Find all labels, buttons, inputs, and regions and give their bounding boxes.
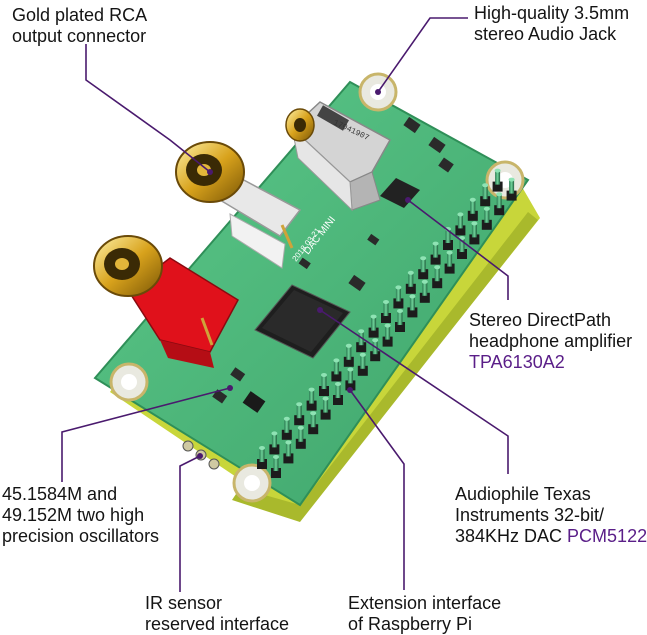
leader-jack: [377, 17, 468, 93]
leader-rca: [85, 44, 211, 173]
callout-dac-line2: Instruments 32-bit/: [455, 505, 605, 525]
gpio-pin: [381, 300, 391, 323]
gpio-pin: [407, 294, 418, 318]
callout-amp-chip: TPA6130A2: [469, 352, 565, 372]
leader-osc: [61, 387, 231, 482]
gpio-pin: [345, 367, 356, 391]
gpio-pin: [319, 373, 329, 396]
leader-dac: [319, 309, 509, 474]
gpio-pin: [405, 270, 416, 294]
callout-gpio-line1: Extension interface: [348, 593, 502, 613]
leader-ir: [179, 455, 201, 592]
gpio-pin: [333, 382, 343, 405]
callout-ir-line2: reserved interface: [145, 614, 290, 634]
leader-lines: [61, 17, 509, 592]
callout-dac-line3: 384KHz DAC: [455, 526, 568, 546]
gpio-pin: [357, 352, 368, 376]
gpio-pin: [331, 358, 342, 382]
pcb-board: [93, 80, 530, 507]
gpio-pin: [455, 212, 466, 236]
gpio-header: [257, 168, 517, 478]
mounting-holes: [109, 72, 525, 503]
gpio-pin: [430, 241, 441, 265]
callout-dac-line1: Audiophile Texas: [455, 484, 591, 504]
callout-dac-chip: PCM5122: [567, 526, 647, 546]
gpio-pin: [295, 425, 306, 449]
gpio-pin: [418, 256, 429, 280]
gpio-pin: [306, 387, 317, 411]
gpio-pin: [281, 416, 292, 440]
gpio-pin: [393, 285, 404, 309]
callout-jack-line2: stereo Audio Jack: [474, 24, 617, 44]
callout-amp: Stereo DirectPath headphone amplifier TP…: [469, 310, 632, 373]
callout-osc: 45.1584M and 49.152M two high precision …: [2, 484, 159, 547]
gpio-pin: [257, 446, 267, 469]
callout-jack: High-quality 3.5mm stereo Audio Jack: [474, 3, 629, 45]
callout-ir: IR sensor reserved interface: [145, 593, 289, 635]
gpio-pin: [294, 402, 305, 426]
pcb-edge-bottom: [232, 212, 538, 522]
gpio-pin: [506, 177, 517, 201]
gpio-pin: [395, 309, 405, 332]
gpio-pin: [271, 455, 281, 478]
gpio-pin: [343, 343, 354, 367]
smd-components: [212, 116, 454, 413]
callout-dac: Audiophile Texas Instruments 32-bit/ 384…: [455, 484, 647, 547]
gpio-pin: [481, 206, 492, 230]
callout-gpio-line2: of Raspberry Pi: [348, 614, 473, 634]
gpio-pin: [492, 168, 503, 192]
gpio-pin: [308, 411, 319, 435]
callout-ir-line1: IR sensor: [145, 593, 223, 613]
leader-dots: [197, 89, 411, 459]
gpio-pin: [283, 440, 294, 464]
dac-chip: [254, 284, 351, 359]
callout-osc-line3: precision oscillators: [2, 526, 160, 546]
gpio-pin: [269, 431, 280, 455]
gpio-pin: [444, 250, 455, 274]
callout-jack-line1: High-quality 3.5mm: [474, 3, 630, 23]
callout-rca-line2: output connector: [12, 26, 147, 46]
gpio-pin: [320, 396, 331, 420]
callout-osc-line1: 45.1584M and: [2, 484, 118, 504]
gpio-pin: [469, 221, 480, 245]
callout-osc-line2: 49.152M two high: [2, 505, 145, 525]
gpio-pin: [494, 192, 505, 216]
audio-jack: 17041907: [285, 101, 392, 212]
gpio-pin: [419, 279, 430, 303]
callout-amp-line2: headphone amplifier: [469, 331, 633, 351]
callout-gpio: Extension interface of Raspberry Pi: [348, 593, 501, 635]
callout-rca-line1: Gold plated RCA: [12, 5, 148, 25]
gpio-pin: [368, 314, 379, 338]
callout-amp-line1: Stereo DirectPath: [469, 310, 612, 330]
rca-connector-upper: [175, 141, 302, 269]
gpio-pin: [432, 265, 443, 289]
gpio-pin: [480, 183, 491, 207]
rca-connector-lower: [93, 235, 239, 368]
callout-rca: Gold plated RCA output connector: [12, 5, 147, 47]
leader-amp: [407, 199, 509, 300]
leader-gpio: [349, 389, 405, 590]
gpio-pin: [467, 197, 478, 221]
gpio-pin: [382, 323, 393, 347]
